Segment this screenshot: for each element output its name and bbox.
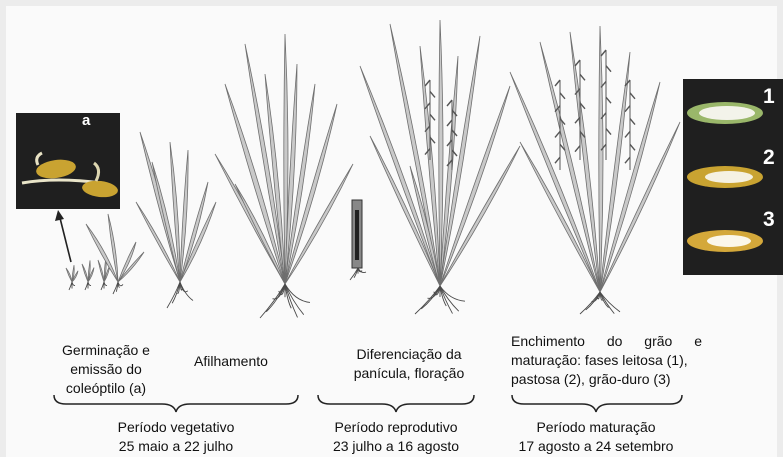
brace-maturation xyxy=(512,395,682,412)
period-reproductive-name: Período reprodutivo xyxy=(316,418,476,437)
period-maturation-name: Período maturação xyxy=(506,418,686,437)
period-vegetative-dates: 25 maio a 22 julho xyxy=(96,437,256,456)
brace-reproductive xyxy=(318,395,474,412)
period-reproductive: Período reprodutivo 23 julho a 16 agosto xyxy=(316,418,476,456)
period-vegetative: Período vegetativo 25 maio a 22 julho xyxy=(96,418,256,456)
period-reproductive-dates: 23 julho a 16 agosto xyxy=(316,437,476,456)
period-maturation: Período maturação 17 agosto a 24 setembr… xyxy=(506,418,686,456)
period-vegetative-name: Período vegetativo xyxy=(96,418,256,437)
brace-vegetative xyxy=(54,395,298,412)
period-maturation-dates: 17 agosto a 24 setembro xyxy=(506,437,686,456)
